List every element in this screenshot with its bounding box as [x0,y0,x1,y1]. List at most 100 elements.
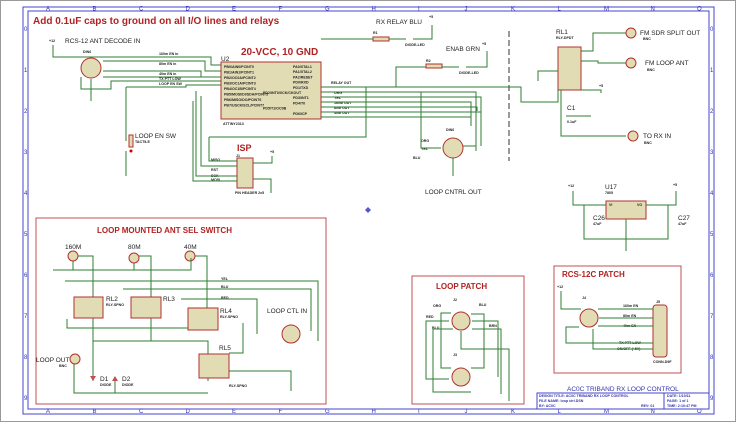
svg-text:80M OUT: 80M OUT [334,106,350,110]
frame-row-label: 6 [24,273,28,279]
svg-text:RST: RST [211,168,219,172]
loop-patch-block: LOOP PATCH J2 J3 ORG RED BLU BLU BRN [411,275,525,405]
bnc-connector-icon [627,130,639,142]
svg-text:RLY-SPNO: RLY-SPNO [220,315,238,319]
u2-pin-label: PB4/OC1B/PCINT4 [224,87,256,91]
svg-text:FM SDR SPLIT OUT: FM SDR SPLIT OUT [640,30,700,37]
svg-text:ORG: ORG [433,304,441,308]
svg-text:+5: +5 [599,84,603,88]
svg-text:D2: D2 [122,376,131,383]
svg-text:BLU: BLU [432,326,440,330]
u2-pin-label: PB0/AIN0/PCINT0 [224,65,254,69]
svg-text:40M: 40M [184,244,197,251]
bnc-connector-icon [625,27,637,39]
svg-text:C27: C27 [678,215,690,222]
frame-column-label: A [46,409,50,415]
rf-connectors: FM SDR SPLIT OUT BNC FM LOOP ANT BNC TO … [625,27,700,145]
svg-text:RLY-SPNO: RLY-SPNO [229,384,247,388]
svg-text:DATE: 1/10/11: DATE: 1/10/11 [667,394,691,398]
frame-column-label: F [279,7,283,13]
svg-text:J5: J5 [656,300,660,304]
rcs-12c-patch-block: RCS-12C PATCH +12 J4 J5 CONN-D9F 160m EN… [553,265,682,374]
design-note: Add 0.1uF caps to ground on all I/O line… [33,16,280,27]
frame-row-label: 7 [710,314,714,320]
u2-pin-label: PB5/MOSI/DI/SDA/PCINT5 [224,93,268,97]
svg-text:J3: J3 [453,353,457,357]
svg-text:J2: J2 [453,298,457,302]
svg-text:RL2: RL2 [106,296,118,303]
svg-text:BLU: BLU [413,156,421,160]
frame-column-label: K [511,7,515,13]
frame-row-label: 2 [710,109,714,115]
frame-column-label: B [93,409,97,415]
frame-column-label: E [232,7,236,13]
u2-pin-label: PA1/XTAL2 [293,70,312,74]
u2-pin-label: PA0/XTAL1 [293,65,312,69]
svg-text:47uF: 47uF [678,222,687,226]
svg-text:R2: R2 [426,59,431,63]
svg-text:MISO: MISO [211,158,220,162]
svg-text:RCS-12C PATCH: RCS-12C PATCH [562,270,625,279]
frame-column-label: L [558,7,562,13]
svg-text:7805: 7805 [605,191,613,195]
svg-text:BNC: BNC [59,364,67,368]
svg-text:DIN6: DIN6 [446,128,454,132]
bnc-connector-icon [625,57,637,69]
frame-column-label: C [139,409,144,415]
frame-row-label: 8 [24,355,28,361]
title-block: AC0C TRIBAND RX LOOP CONTROL DESIGN TITL… [536,386,710,410]
frame-row-label: 3 [710,150,714,156]
svg-text:DIODE-LED: DIODE-LED [405,43,425,47]
svg-text:REV: 01: REV: 01 [641,404,654,408]
frame-column-label: A [46,7,50,13]
svg-text:RCS-12 ANT DECODE IN: RCS-12 ANT DECODE IN [65,38,141,45]
frame-row-label: 4 [710,191,714,197]
svg-text:TO RX IN: TO RX IN [643,133,671,140]
svg-text:BNC: BNC [644,141,652,145]
frame-column-label: J [465,409,468,415]
svg-text:LOOP EN SW: LOOP EN SW [159,82,183,86]
frame-column-label: I [418,7,420,13]
svg-text:LOOP CTL IN: LOOP CTL IN [267,308,307,315]
frame-column-label: F [279,409,283,415]
svg-text:RX RELAY BLU: RX RELAY BLU [376,19,422,26]
svg-text:160m EN: 160m EN [623,304,639,308]
loop-en-switch: LOOP EN SW TACTILE [125,133,177,176]
frame-column-label: D [186,409,191,415]
frame-row-label: 1 [710,68,714,74]
din-connector-icon [579,308,599,328]
svg-text:DIODE-LED: DIODE-LED [459,71,479,75]
svg-text:PIN HEADER 2x5: PIN HEADER 2x5 [235,191,264,195]
u2-pin-label: PD4/T0 [293,101,305,105]
u2-pin-label: PA2/RESET [293,75,314,79]
frame-column-label: K [511,409,515,415]
svg-text:RL1: RL1 [556,29,568,36]
svg-text:DIODE: DIODE [122,383,134,387]
svg-text:J1: J1 [236,154,240,158]
svg-text:RL3: RL3 [163,296,175,303]
svg-text:CONN-D9F: CONN-D9F [653,360,672,364]
frame-column-label: M [604,7,609,13]
frame-column-label: M [604,409,609,415]
svg-text:DIN6: DIN6 [83,50,91,54]
svg-text:+5: +5 [673,183,677,187]
svg-text:FILE NAME: loop ctrl.DSN: FILE NAME: loop ctrl.DSN [539,399,584,403]
status-leds: RX RELAY BLU R1 +5 DIODE-LED ENAB GRN R2… [321,15,488,75]
frame-column-label: E [232,409,236,415]
u2-pin-label: PB7/USCK/SCL/PCINT7 [224,104,264,108]
frame-column-label: H [372,7,376,13]
svg-text:LOOP EN SW: LOOP EN SW [135,133,177,140]
svg-text:YEL: YEL [221,277,229,281]
svg-text:TX PTT LOW: TX PTT LOW [159,77,181,81]
svg-text:ENAB GRN: ENAB GRN [446,46,480,53]
svg-text:PAGE: 1 of 1: PAGE: 1 of 1 [667,399,689,403]
frame-row-label: 3 [24,150,28,156]
svg-text:47uF: 47uF [593,222,602,226]
frame-column-label: C [139,7,144,13]
frame-column-label: G [325,409,330,415]
svg-text:RL4: RL4 [220,308,232,315]
svg-text:RED: RED [426,315,434,319]
isp-header: ISP J1 +5 MISO RST SCK MOSI PIN HEADER 2… [192,91,274,195]
svg-text:RELAY OUT: RELAY OUT [331,81,352,85]
svg-text:RL5: RL5 [219,345,231,352]
